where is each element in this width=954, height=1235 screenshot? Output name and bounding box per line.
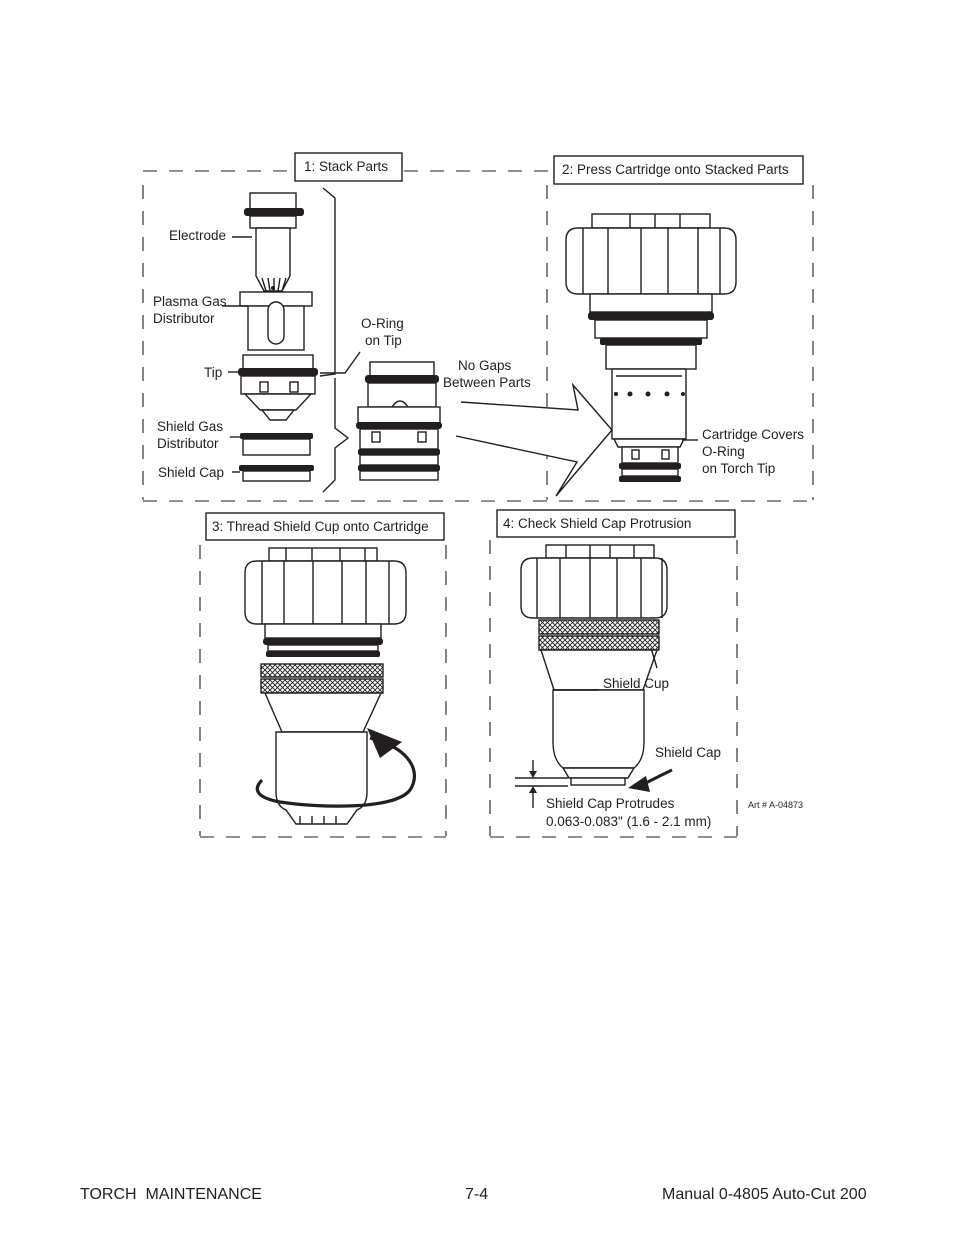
shield-cup-leader-b (650, 647, 658, 669)
cartridge-part (565, 213, 737, 482)
step-1-title: 1: Stack Parts (304, 159, 388, 174)
step-2-title-box: 2: Press Cartridge onto Stacked Parts (553, 155, 804, 185)
label-no-gaps-1: No Gaps (458, 358, 512, 373)
art-number: Art # A-04873 (748, 800, 803, 810)
step-4-title: 4: Check Shield Cap Protrusion (503, 516, 691, 531)
label-covers-1: Cartridge Covers (702, 427, 804, 442)
step-4-title-box: 4: Check Shield Cap Protrusion (496, 509, 736, 538)
label-protrudes-2: 0.063-0.083" (1.6 - 2.1 mm) (546, 814, 711, 829)
step-1-title-box: 1: Stack Parts (294, 152, 403, 182)
step-3-title: 3: Thread Shield Cup onto Cartridge (212, 519, 429, 534)
frame-step-3 (199, 545, 447, 838)
rotation-arrowhead (367, 728, 402, 758)
footer-page-number: 7-4 (465, 1186, 489, 1203)
label-plasma-gas-2: Distributor (153, 311, 215, 326)
stack-bracket (319, 187, 350, 493)
label-covers-3: on Torch Tip (702, 461, 775, 476)
frame-step-4 (489, 540, 738, 838)
oring-tip-leader (320, 351, 361, 374)
label-shield-cup: Shield Cup (603, 676, 669, 691)
label-tip: Tip (204, 365, 222, 380)
label-shield-cap-step4: Shield Cap (655, 745, 721, 760)
press-arrow (455, 382, 613, 497)
label-protrudes-1: Shield Cap Protrudes (546, 796, 675, 811)
label-covers-2: O-Ring (702, 444, 745, 459)
footer-section: TORCH MAINTENANCE (80, 1186, 262, 1203)
rotation-arrow (255, 736, 416, 808)
thread-shield-cup-assembly (244, 547, 407, 825)
assembled-stack-part (356, 361, 442, 481)
label-shield-gas-2: Distributor (157, 436, 219, 451)
footer-manual: Manual 0-4805 Auto-Cut 200 (662, 1186, 867, 1203)
tip-part (238, 354, 318, 421)
plasma-gas-distributor-part (239, 286, 313, 351)
protrusion-dimension (515, 760, 568, 808)
check-protrusion-assembly (520, 544, 668, 786)
electrode-part (244, 192, 304, 292)
shield-gas-distributor-part (240, 433, 313, 456)
label-shield-cap: Shield Cap (158, 465, 224, 480)
label-electrode: Electrode (169, 228, 226, 243)
shield-cap-arrowhead (628, 776, 650, 792)
label-oring-tip-2: on Tip (365, 333, 402, 348)
step-3-title-box: 3: Thread Shield Cup onto Cartridge (205, 512, 445, 541)
label-no-gaps-2: Between Parts (443, 375, 531, 390)
label-oring-tip-1: O-Ring (361, 316, 404, 331)
shield-cap-part (239, 465, 314, 482)
label-plasma-gas-1: Plasma Gas (153, 294, 227, 309)
step-2-title: 2: Press Cartridge onto Stacked Parts (562, 162, 789, 177)
label-shield-gas-1: Shield Gas (157, 419, 223, 434)
